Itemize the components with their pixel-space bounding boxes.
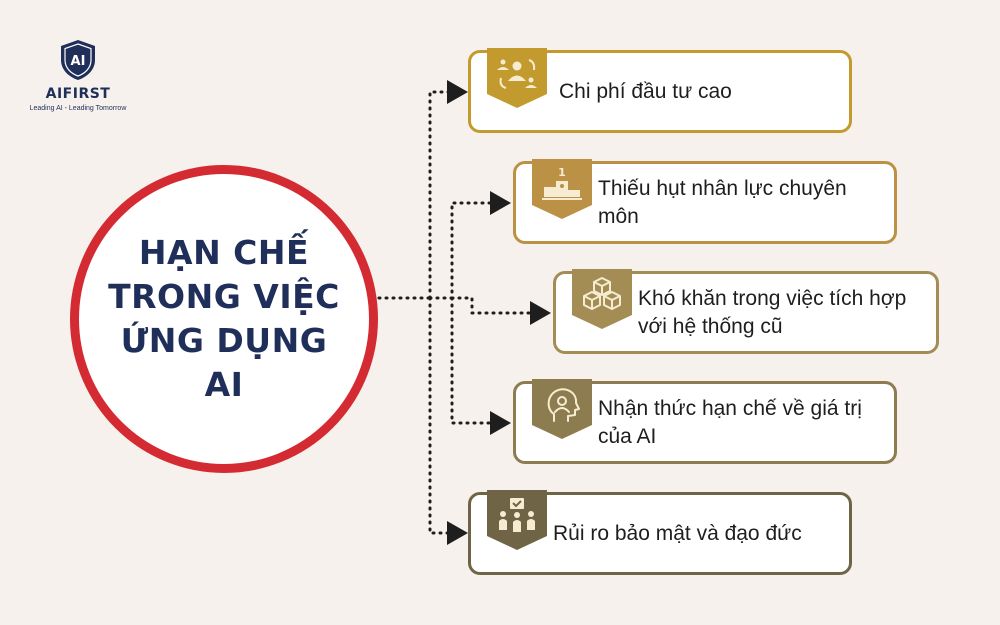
connector-2 <box>428 191 511 300</box>
item-label: Rủi ro bảo mật và đạo đức <box>553 521 802 545</box>
svg-text:AI: AI <box>71 54 86 69</box>
item-label: Thiếu hụt nhân lực chuyên môn <box>598 177 847 228</box>
brand-tagline: Leading AI - Leading Tomorrow <box>29 105 127 112</box>
head-awareness-icon <box>532 379 592 439</box>
team-shield-icon <box>487 490 547 550</box>
item-card-awareness: Nhận thức hạn chế về giá trị của AI <box>513 379 897 464</box>
center-topic-circle: HẠN CHẾ TRONG VIỆC ỨNG DỤNG AI <box>70 165 378 473</box>
connector-4 <box>450 296 511 435</box>
center-title: HẠN CHẾ TRONG VIỆC ỨNG DỤNG AI <box>108 233 340 404</box>
connector-5 <box>428 296 468 545</box>
item-card-cost: Chi phí đầu tư cao <box>468 48 852 133</box>
item-label: Khó khăn trong việc tích hợp với hệ thốn… <box>638 287 907 338</box>
item-card-talent: 1 Thiếu hụt nhân lực chuyên môn <box>513 159 897 244</box>
brand-name: AIFIRST <box>45 86 111 102</box>
item-label: Nhận thức hạn chế về giá trị của AI <box>598 397 862 448</box>
shield-logo-icon: AI <box>61 40 95 80</box>
cubes-icon <box>572 269 632 329</box>
connector-3 <box>450 296 551 325</box>
brand-logo: AI AIFIRST Leading AI - Leading Tomorrow <box>28 38 128 112</box>
svg-text:1: 1 <box>558 166 566 179</box>
podium-icon: 1 <box>532 159 592 219</box>
item-card-security: Rủi ro bảo mật và đạo đức <box>468 490 852 575</box>
item-label: Chi phí đầu tư cao <box>559 79 732 103</box>
item-card-integration: Khó khăn trong việc tích hợp với hệ thốn… <box>553 269 939 354</box>
connector-1 <box>428 80 468 300</box>
people-exchange-icon <box>487 48 547 108</box>
